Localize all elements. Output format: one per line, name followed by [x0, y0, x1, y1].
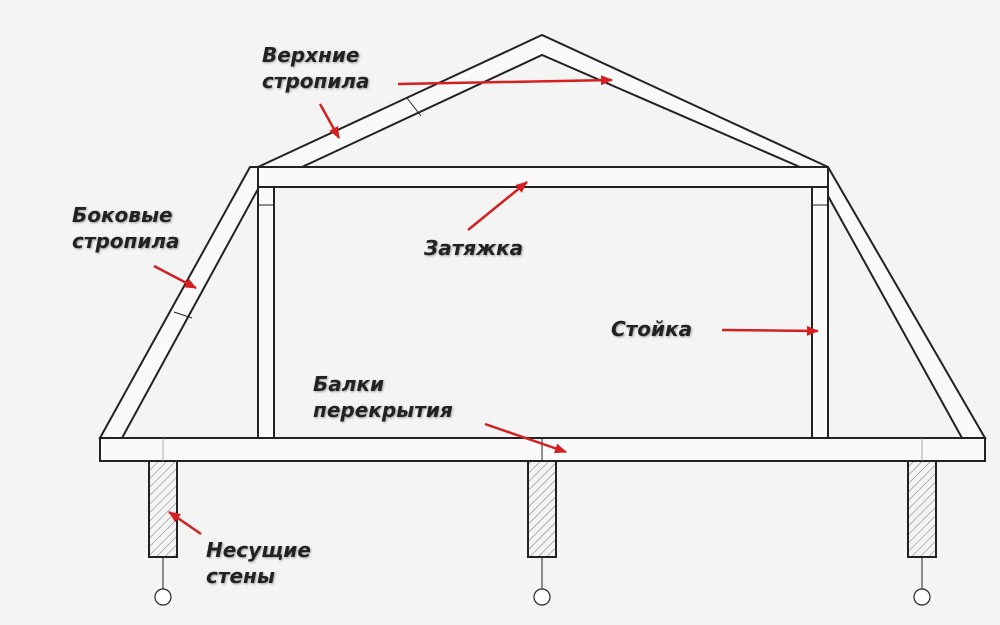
label-tie-beam: Затяжка — [424, 236, 524, 260]
label-floor-beams: Балки перекрытия — [313, 372, 453, 422]
arrow-bearing-walls — [168, 510, 202, 536]
label-post: Стойка — [611, 317, 693, 341]
arrow-tie-beam — [467, 181, 528, 231]
axis-marker — [533, 588, 551, 606]
post-right — [811, 186, 829, 439]
bearing-wall-right — [907, 460, 937, 558]
tie-beam — [257, 166, 829, 188]
arrow-post — [721, 325, 819, 336]
post-left — [257, 186, 275, 439]
label-bearing-walls: Несущие стены — [206, 538, 311, 588]
arrow-side-rafters — [153, 264, 197, 290]
pointer-arrows — [153, 75, 819, 536]
label-side-rafters: Боковые стропила — [72, 203, 180, 253]
side-rafter-right — [810, 166, 987, 439]
rafter-joint-mark — [173, 311, 193, 319]
bearing-wall-center — [527, 460, 557, 558]
axis-marker — [913, 588, 931, 606]
axis-marker — [154, 588, 172, 606]
bearing-wall-left — [148, 460, 178, 558]
arrow-floor-beams — [484, 422, 567, 454]
arrow-upper-rafters-left — [318, 103, 341, 139]
rafter-joint-mark — [406, 97, 422, 117]
label-upper-rafters: Верхние стропила — [262, 43, 370, 93]
arrow-upper-rafters-right — [397, 75, 613, 86]
